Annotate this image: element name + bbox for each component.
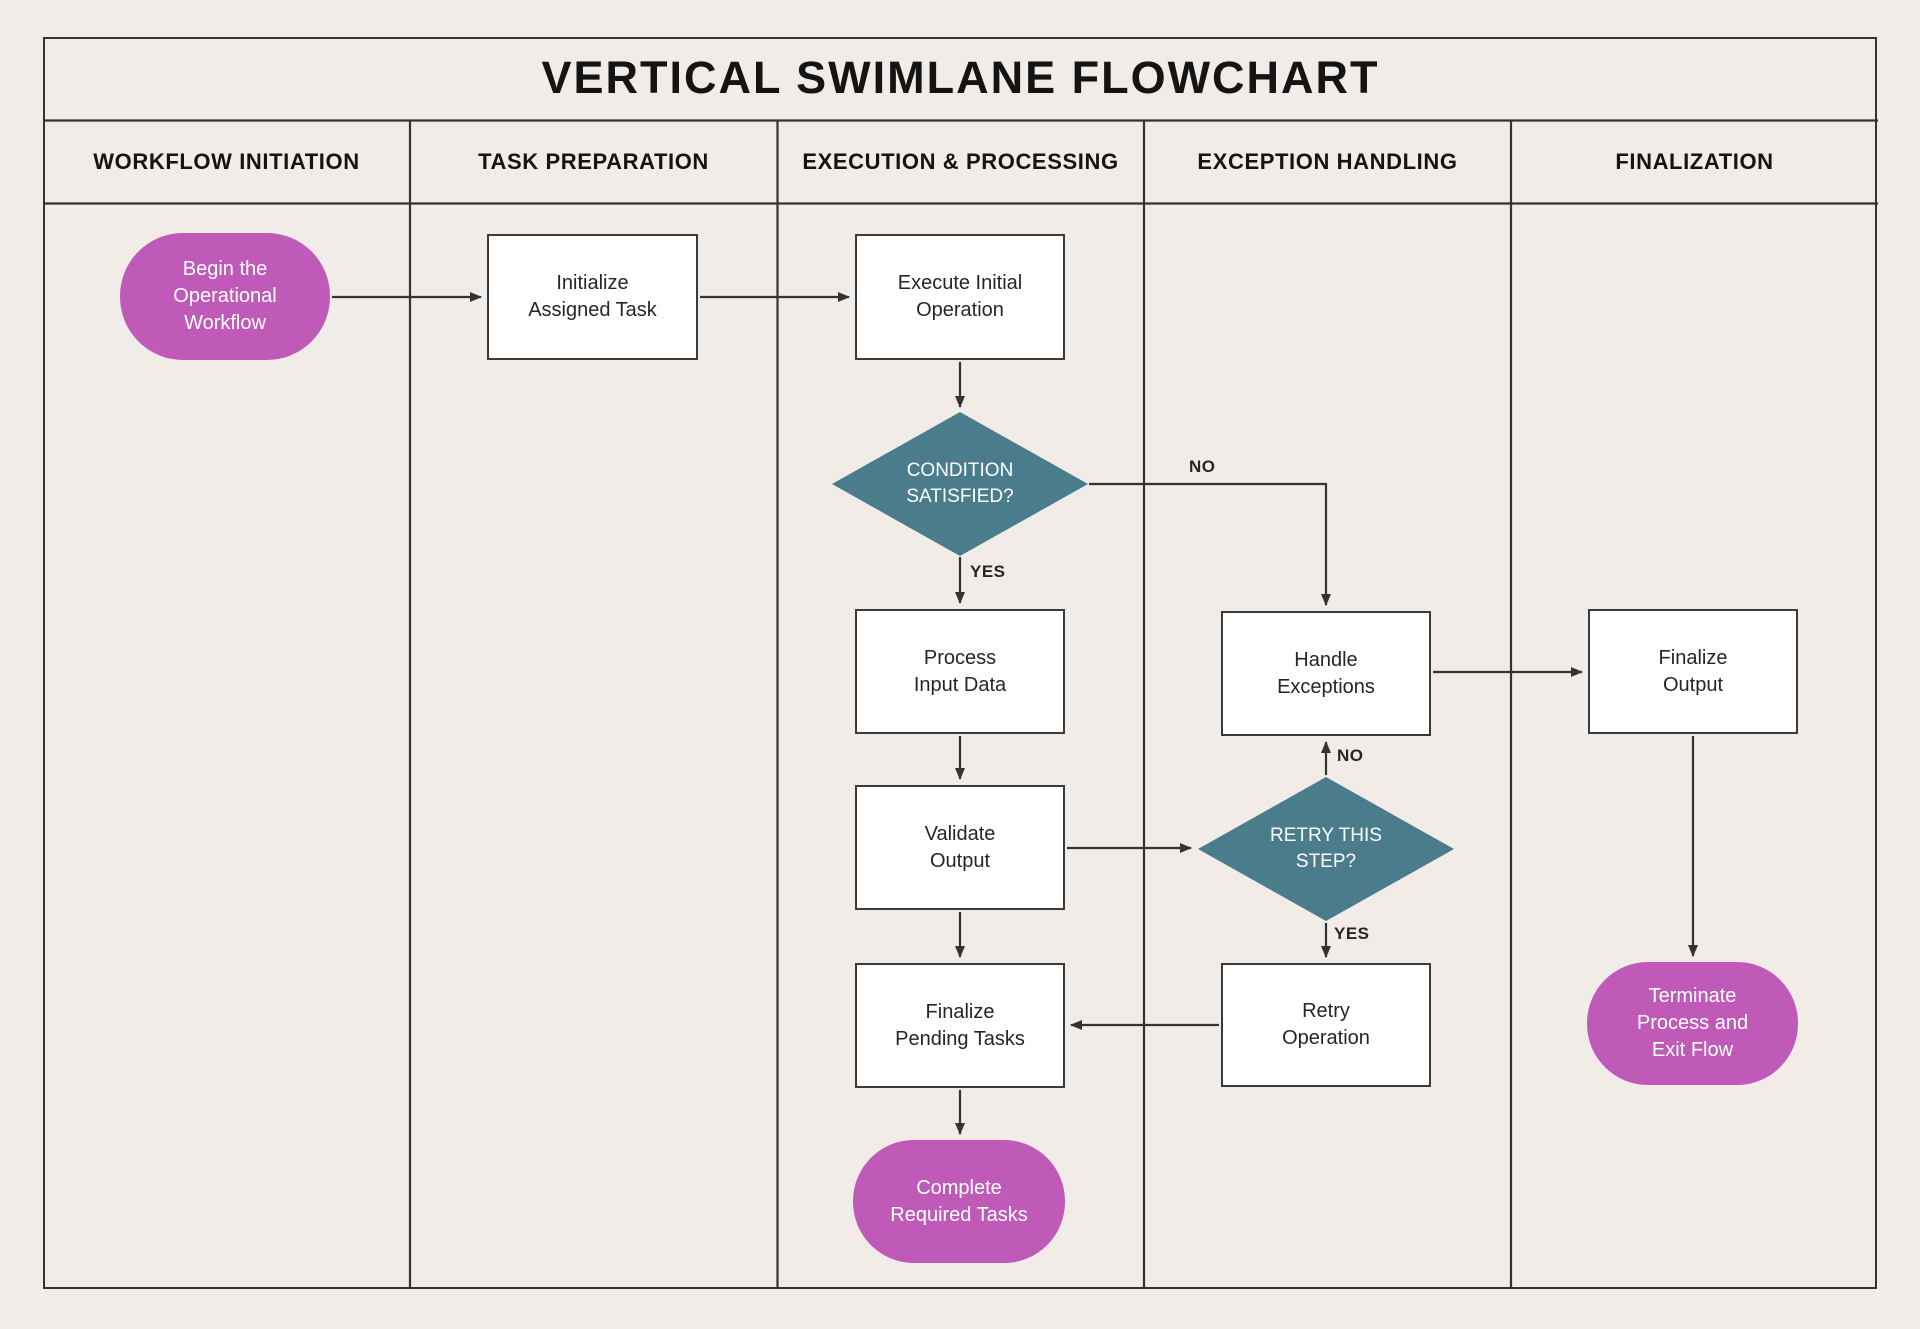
complete-tasks-label: Complete Required Tasks [890,1176,1028,1226]
execute-operation-label: Execute Initial Operation [897,272,1023,321]
lane-header-exception-handling: EXCEPTION HANDLING [1197,148,1458,174]
lane-header-execution-processing: EXECUTION & PROCESSING [802,148,1119,174]
lane-header-task-preparation: TASK PREPARATION [478,148,709,174]
execute-operation-process-node: Execute Initial Operation [855,234,1065,360]
edge-condition-no-to-handle-exceptions [1089,482,1331,606]
chart-title: VERTICAL SWIMLANE FLOWCHART [541,52,1380,103]
finalize-pending-tasks-process-node: Finalize Pending Tasks [855,963,1065,1088]
chart-outer-border [43,37,1877,1289]
start-terminator-node: Begin the Operational Workflow [120,233,330,360]
edge-label-condition-yes: YES [970,562,1006,581]
lane-header-workflow-initiation: WORKFLOW INITIATION [93,148,360,174]
terminate-label: Terminate Process and Exit Flow [1636,985,1749,1061]
process-input-data-label: Process Input Data [913,646,1007,696]
initialize-task-label: Initialize Assigned Task [528,272,657,321]
handle-exceptions-process-node: Handle Exceptions [1221,611,1431,736]
edge-label-retry-no: NO [1337,746,1364,765]
complete-tasks-terminator-node: Complete Required Tasks [853,1140,1065,1263]
finalize-output-label: Finalize Output [1658,646,1728,696]
retry-operation-label: Retry Operation [1282,1000,1370,1049]
lane-header-row: WORKFLOW INITIATION TASK PREPARATION EXE… [43,120,1878,203]
initialize-task-process-node: Initialize Assigned Task [487,234,698,360]
start-terminator-label: Begin the Operational Workflow [173,258,277,334]
handle-exceptions-label: Handle Exceptions [1277,648,1375,698]
condition-satisfied-label: CONDITION SATISFIED? [906,460,1014,507]
finalize-output-process-node: Finalize Output [1588,609,1798,734]
edge-label-condition-no: NO [1189,457,1216,476]
finalize-pending-tasks-label: Finalize Pending Tasks [895,1000,1025,1050]
lane-header-finalization: FINALIZATION [1615,148,1774,174]
process-input-data-process-node: Process Input Data [855,609,1065,734]
terminate-terminator-node: Terminate Process and Exit Flow [1587,962,1798,1085]
edge-label-retry-yes: YES [1334,924,1370,943]
retry-operation-process-node: Retry Operation [1221,963,1431,1087]
validate-output-process-node: Validate Output [855,785,1065,910]
retry-step-label: RETRY THIS STEP? [1270,825,1382,872]
validate-output-label: Validate Output [924,822,996,872]
